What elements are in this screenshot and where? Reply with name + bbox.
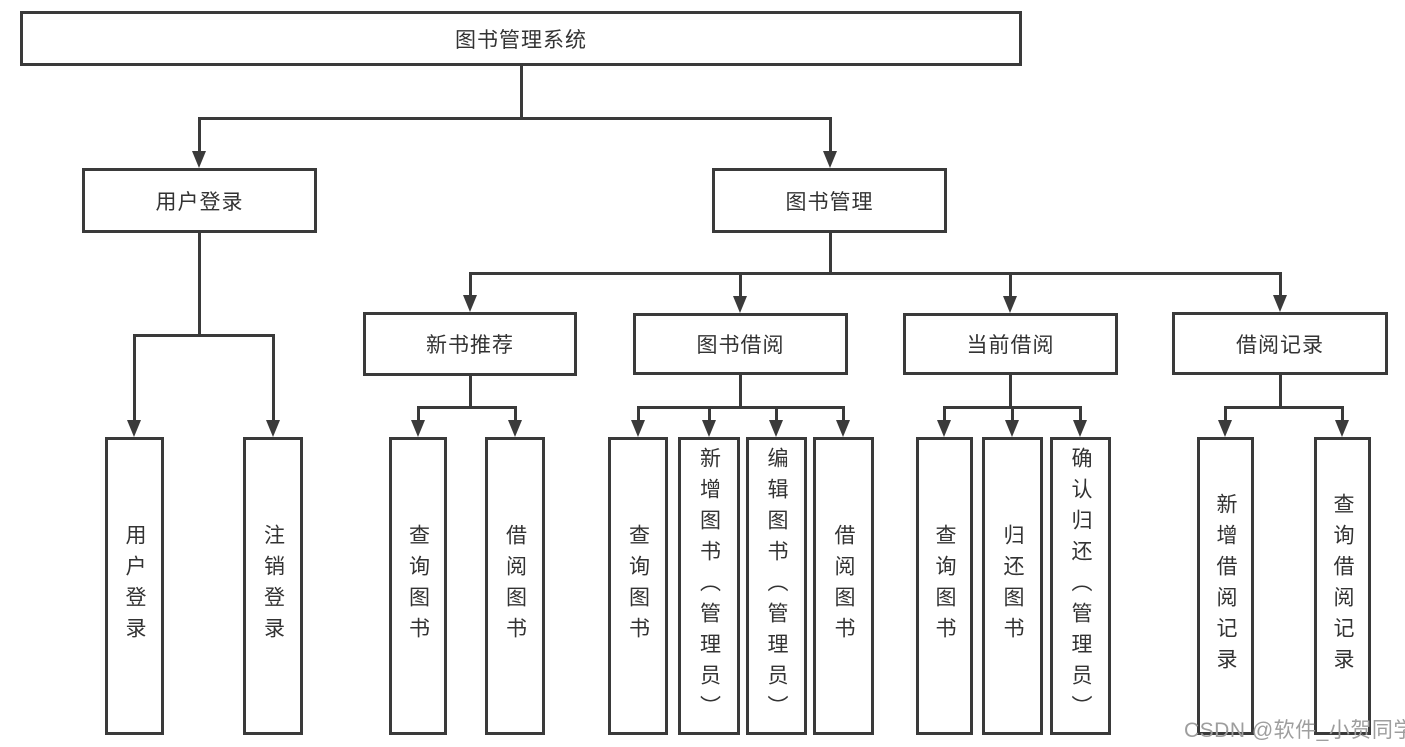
arrow-shaft-7 [1278, 273, 1282, 298]
arrow-shaft-3 [271, 335, 275, 423]
arrow-head-icon-6 [1003, 296, 1017, 313]
node-leaf-return-book: 归还图书 [982, 437, 1043, 735]
connector-stem-6 [1278, 375, 1282, 409]
node-new-book-recommend: 新书推荐 [363, 312, 577, 376]
connector-stem-3 [468, 376, 472, 409]
arrow-head-icon-5 [733, 296, 747, 313]
arrow-shaft-12 [774, 407, 778, 423]
arrow-head-icon-14 [937, 420, 951, 437]
node-user-login: 用户登录 [82, 168, 317, 233]
arrow-head-icon-18 [1335, 420, 1349, 437]
arrow-head-icon-2 [127, 420, 141, 437]
node-leaf-user-login: 用户登录 [105, 437, 164, 735]
arrow-shaft-6 [1008, 273, 1012, 299]
arrow-shaft-8 [416, 407, 420, 423]
arrow-head-icon-1 [823, 151, 837, 168]
arrow-head-icon-17 [1218, 420, 1232, 437]
node-borrow-records: 借阅记录 [1172, 312, 1388, 375]
node-leaf-query-borrow-record: 查询借阅记录 [1314, 437, 1371, 735]
node-leaf-add-borrow-record: 新增借阅记录 [1197, 437, 1254, 735]
connector-hline-1 [132, 333, 275, 337]
arrow-shaft-5 [738, 273, 742, 299]
connector-hline-0 [197, 116, 832, 120]
arrow-head-icon-3 [266, 420, 280, 437]
arrow-head-icon-13 [836, 420, 850, 437]
node-leaf-add-book-admin: 新增图书（管理员） [678, 437, 740, 735]
arrow-head-icon-0 [192, 151, 206, 168]
node-book-borrow: 图书借阅 [633, 313, 848, 375]
arrow-head-icon-16 [1073, 420, 1087, 437]
node-leaf-borrow-book-2: 借阅图书 [813, 437, 874, 735]
arrow-shaft-10 [636, 407, 640, 423]
connector-stem-0 [519, 66, 523, 120]
node-leaf-query-book-2: 查询图书 [608, 437, 668, 735]
node-leaf-confirm-return-admin: 确认归还（管理员） [1050, 437, 1111, 735]
arrow-shaft-15 [1010, 407, 1014, 423]
arrow-head-icon-10 [631, 420, 645, 437]
arrow-head-icon-8 [411, 420, 425, 437]
arrow-shaft-13 [841, 407, 845, 423]
arrow-head-icon-11 [702, 420, 716, 437]
connector-stem-5 [1008, 375, 1012, 409]
arrow-shaft-0 [197, 118, 201, 154]
csdn-watermark: CSDN @软件_小贺同学 [1184, 719, 1405, 742]
arrow-shaft-2 [132, 335, 136, 423]
node-leaf-logout: 注销登录 [243, 437, 303, 735]
arrow-shaft-14 [942, 407, 946, 423]
arrow-shaft-9 [513, 407, 517, 423]
arrow-shaft-17 [1223, 407, 1227, 423]
node-leaf-edit-book-admin: 编辑图书（管理员） [746, 437, 807, 735]
arrow-shaft-11 [707, 407, 711, 423]
connector-hline-6 [1223, 405, 1344, 409]
connector-stem-4 [738, 375, 742, 409]
arrow-shaft-1 [828, 118, 832, 154]
connector-hline-2 [468, 271, 1282, 275]
node-leaf-borrow-book-1: 借阅图书 [485, 437, 545, 735]
arrow-shaft-18 [1340, 407, 1344, 423]
node-root: 图书管理系统 [20, 11, 1022, 66]
connector-hline-3 [416, 405, 517, 409]
node-current-borrow: 当前借阅 [903, 313, 1118, 375]
node-leaf-query-book-3: 查询图书 [916, 437, 973, 735]
arrow-head-icon-4 [463, 295, 477, 312]
node-leaf-query-book-1: 查询图书 [389, 437, 447, 735]
arrow-head-icon-12 [769, 420, 783, 437]
connector-stem-2 [828, 233, 832, 275]
arrow-shaft-4 [468, 273, 472, 298]
arrow-head-icon-15 [1005, 420, 1019, 437]
connector-stem-1 [197, 233, 201, 337]
node-book-mgmt: 图书管理 [712, 168, 947, 233]
arrow-shaft-16 [1078, 407, 1082, 423]
arrow-head-icon-7 [1273, 295, 1287, 312]
arrow-head-icon-9 [508, 420, 522, 437]
